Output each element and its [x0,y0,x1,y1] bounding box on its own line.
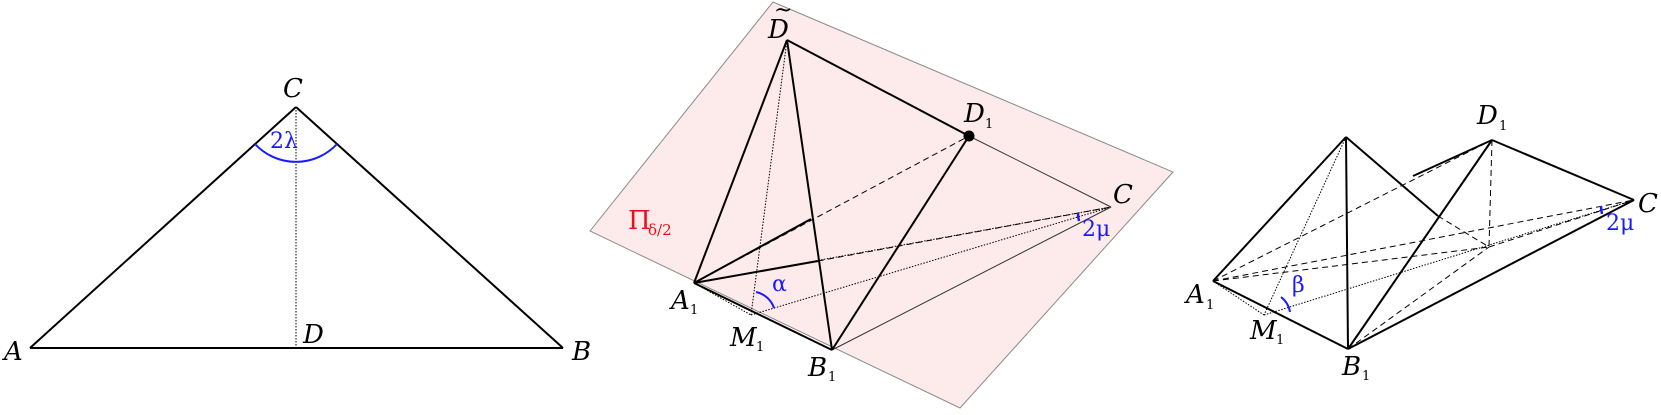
edge-Dt-B1 [786,39,833,351]
angle-label-2mu: 2μ [1606,211,1634,236]
dashed-A1-P [1212,246,1490,282]
edge-B1-C [1347,199,1635,350]
edge-D1-B1 [1347,139,1493,350]
side-BC [295,106,564,349]
figure-tetrahedron-right: D 1 C A 1 M 1 B 1 β 2μ [1184,101,1658,384]
point-label-C: C [1638,189,1658,219]
dotted-M1-C [750,206,1112,316]
point-D1 [963,130,975,142]
dashed-D1-P [1488,139,1493,248]
edge-apex-A1 [1212,136,1347,282]
point-label-C: C [1113,180,1133,210]
dashed-B1-P [1347,246,1490,350]
point-label-A: A [2,337,23,367]
point-label-B1: B [807,353,827,383]
point-label-D1: D [963,99,985,129]
point-label-B1-subscript: 1 [1362,369,1370,384]
point-label-B1-subscript: 1 [828,370,836,385]
angle-label-2mu: 2μ [1082,217,1110,242]
angle-arc-alpha [755,291,775,309]
edge-A1-B1 [693,282,833,351]
dotted-Dt-M1 [750,39,788,316]
point-label-A1: A [669,286,690,316]
angle-arc-2mu-mid [1076,212,1081,222]
edge-D1-C [1491,139,1635,201]
point-label-M1-subscript: 1 [756,340,764,355]
figure-tetrahedron-plane: Π δ/2 D ~ D 1 C A 1 M 1 B 1 α 2μ [589,0,1174,409]
point-label-A1: A [1184,280,1205,310]
point-label-D: D [302,320,324,350]
edge-apex-B1 [1345,136,1349,350]
plane-label: Π [628,206,651,236]
dashed-apex-P [1437,215,1490,248]
point-label-B: B [571,337,591,367]
angle-label-alpha: α [772,272,787,297]
dotted-A1-M1 [693,282,752,316]
edge-A1-mid-lower [693,260,819,284]
point-label-M1: M [729,323,758,353]
side-AC [29,106,297,349]
angle-arc-2lambda [254,143,338,163]
point-label-A1-subscript: 1 [690,303,698,318]
angle-arc-beta [1280,296,1291,313]
point-label-C: C [283,74,303,104]
point-label-B1: B [1341,352,1361,382]
plane-pi [589,1,1174,409]
point-label-M1: M [1249,316,1278,346]
dashed-A1-D1 [1212,139,1493,282]
angle-label-2lambda: 2λ [270,129,298,154]
dotted-apex-M1 [1263,136,1347,316]
figure-triangle: 2λ C D A B [2,74,591,367]
edge-D1-C [968,135,1112,208]
point-label-D1: D [1476,101,1498,131]
angle-label-beta: β [1292,273,1305,298]
point-label-Dtilde: D [767,15,789,45]
dashed-P-C [1488,199,1635,248]
edge-B1-C [831,206,1112,351]
plane-label-subscript: δ/2 [648,221,672,239]
edge-Dt-D1 [786,39,970,137]
dotted-M1-C [1263,199,1635,316]
point-label-M1-subscript: 1 [1276,333,1284,348]
edge-Dt-A1 [693,39,788,284]
edge-D1-B1 [831,135,970,351]
point-label-D1-subscript: 1 [985,117,993,132]
edge-D1-left [1412,139,1493,177]
edge-apex-right [1345,136,1439,217]
angle-arc-2mu-right [1599,205,1604,215]
tilde-accent: ~ [774,0,792,23]
dotted-A1-M1 [1212,280,1265,316]
point-label-A1-subscript: 1 [1206,298,1214,313]
edge-A1-mid-upper [693,218,812,284]
edge-A1-B1 [1212,280,1349,350]
point-label-D1-subscript: 1 [1499,119,1507,134]
